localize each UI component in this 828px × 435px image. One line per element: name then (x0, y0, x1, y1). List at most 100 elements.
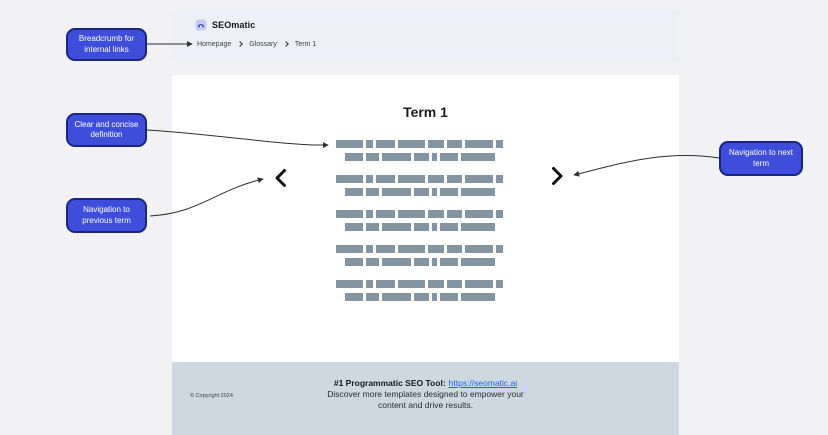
copyright-text: © Copyright 2024 (190, 393, 233, 399)
placeholder-bar (496, 175, 503, 183)
next-term-button[interactable] (550, 166, 565, 186)
chevron-right-icon (552, 167, 563, 185)
term-title: Term 1 (403, 104, 448, 120)
placeholder-bar (376, 280, 395, 288)
placeholder-bar (432, 153, 437, 161)
skeleton-line (345, 223, 503, 231)
placeholder-bar (440, 258, 458, 266)
placeholder-bar (414, 223, 429, 231)
breadcrumb-item-glossary[interactable]: Glossary (249, 41, 277, 48)
placeholder-bar (428, 210, 444, 218)
skeleton-paragraph (336, 280, 503, 301)
definition-skeleton (336, 140, 503, 315)
annotation-prev-term: Navigation to previous term (66, 198, 147, 233)
placeholder-bar (447, 175, 462, 183)
chevron-right-icon (237, 41, 244, 47)
skeleton-paragraph (336, 210, 503, 231)
placeholder-bar (366, 293, 379, 301)
placeholder-bar (428, 245, 444, 253)
placeholder-bar (345, 153, 363, 161)
placeholder-bar (414, 258, 429, 266)
skeleton-line (345, 293, 503, 301)
placeholder-bar (414, 293, 429, 301)
placeholder-bar (440, 293, 458, 301)
placeholder-bar (366, 223, 379, 231)
site-footer: © Copyright 2024 #1 Programmatic SEO Too… (172, 362, 679, 435)
site-logo[interactable]: SEOmatic (195, 19, 255, 31)
skeleton-paragraph (336, 175, 503, 196)
placeholder-bar (382, 258, 411, 266)
placeholder-bar (432, 293, 437, 301)
placeholder-bar (496, 140, 503, 148)
placeholder-bar (398, 210, 425, 218)
placeholder-bar (447, 245, 462, 253)
placeholder-bar (414, 188, 429, 196)
skeleton-line (336, 140, 503, 148)
placeholder-bar (496, 245, 503, 253)
annotation-breadcrumb: Breadcrumb for internal links (66, 28, 147, 61)
placeholder-bar (432, 258, 437, 266)
placeholder-bar (376, 210, 395, 218)
skeleton-paragraph (336, 245, 503, 266)
placeholder-bar (461, 293, 495, 301)
placeholder-bar (345, 223, 363, 231)
site-logo-text: SEOmatic (212, 20, 256, 30)
placeholder-bar (366, 280, 373, 288)
placeholder-bar (382, 293, 411, 301)
placeholder-bar (496, 210, 503, 218)
skeleton-line (345, 153, 503, 161)
placeholder-bar (440, 188, 458, 196)
placeholder-bar (366, 153, 379, 161)
placeholder-bar (366, 140, 373, 148)
placeholder-bar (366, 210, 373, 218)
placeholder-bar (376, 245, 395, 253)
placeholder-bar (336, 245, 363, 253)
placeholder-bar (336, 175, 363, 183)
placeholder-bar (432, 223, 437, 231)
placeholder-bar (336, 140, 363, 148)
breadcrumb: Homepage Glossary Term 1 (197, 41, 316, 48)
placeholder-bar (465, 175, 493, 183)
placeholder-bar (465, 210, 493, 218)
placeholder-bar (465, 245, 493, 253)
placeholder-bar (461, 153, 495, 161)
breadcrumb-item-homepage[interactable]: Homepage (197, 41, 232, 48)
annotation-definition: Clear and concise definition (66, 113, 147, 147)
placeholder-bar (496, 280, 503, 288)
placeholder-bar (428, 140, 444, 148)
placeholder-bar (376, 175, 395, 183)
chevron-left-icon (275, 169, 286, 187)
placeholder-bar (366, 245, 373, 253)
skeleton-line (345, 188, 503, 196)
skeleton-line (336, 210, 503, 218)
site-header: SEOmatic Homepage Glossary Term 1 (172, 10, 679, 62)
placeholder-bar (382, 153, 411, 161)
placeholder-bar (345, 293, 363, 301)
term-page-card: Term 1 (172, 75, 679, 362)
skeleton-line (345, 258, 503, 266)
prev-term-button[interactable] (273, 168, 288, 188)
placeholder-bar (382, 223, 411, 231)
footer-tagline-line2: content and drive results. (378, 400, 473, 410)
seomatic-link[interactable]: https://seomatic.ai (448, 378, 518, 388)
placeholder-bar (414, 153, 429, 161)
placeholder-bar (447, 280, 462, 288)
skeleton-line (336, 175, 503, 183)
footer-headline-row: #1 Programmatic SEO Tool:https://seomati… (172, 378, 679, 389)
placeholder-bar (447, 140, 462, 148)
breadcrumb-item-term[interactable]: Term 1 (294, 41, 317, 48)
placeholder-bar (398, 245, 425, 253)
seomatic-logo-icon (195, 19, 207, 31)
placeholder-bar (447, 210, 462, 218)
footer-headline: #1 Programmatic SEO Tool: (333, 378, 446, 388)
chevron-right-icon (283, 41, 289, 47)
placeholder-bar (432, 188, 437, 196)
placeholder-bar (465, 140, 493, 148)
placeholder-bar (461, 223, 495, 231)
placeholder-bar (465, 280, 493, 288)
placeholder-bar (345, 188, 363, 196)
placeholder-bar (366, 258, 379, 266)
skeleton-line (336, 245, 503, 253)
placeholder-bar (461, 258, 495, 266)
